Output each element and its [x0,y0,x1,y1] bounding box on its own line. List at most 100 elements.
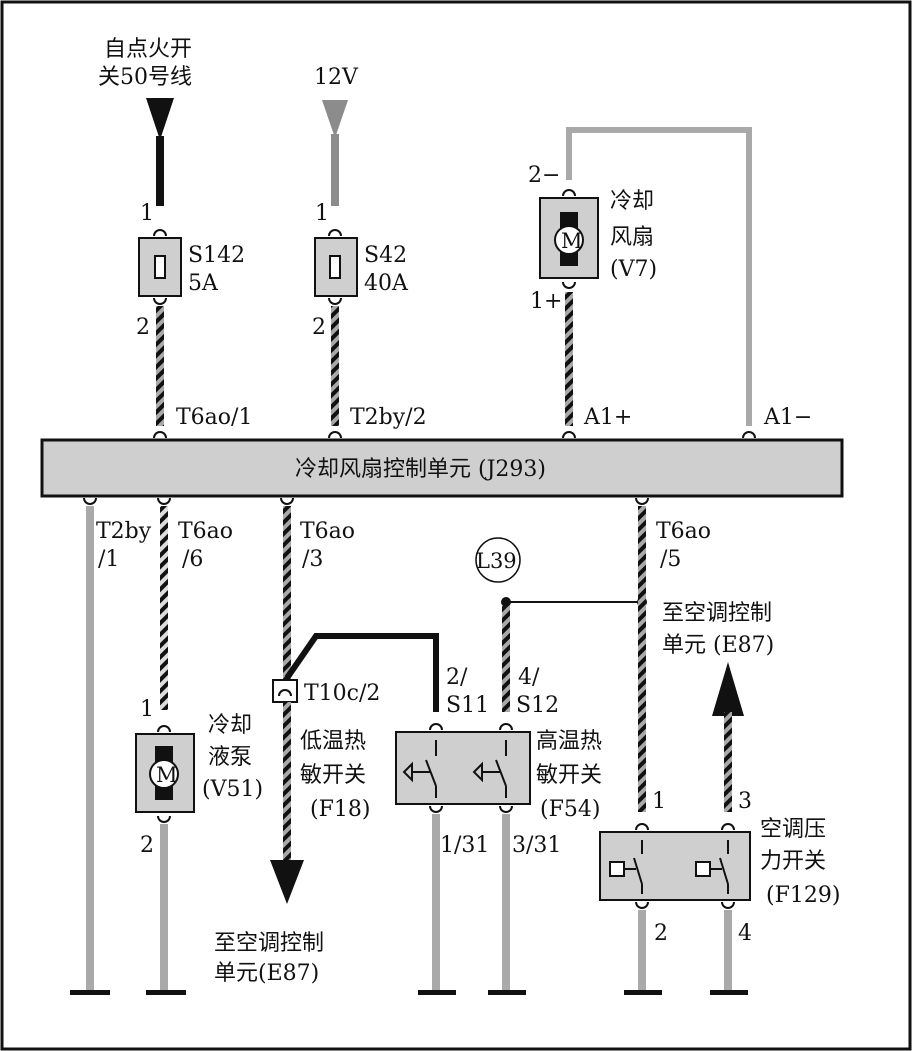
pin-t6ao-5-a: T6ao [656,519,711,544]
f129-code: (F129) [766,883,840,908]
fuse-s142-rating: 5A [188,271,219,296]
pump-code: (V51) [202,777,263,802]
wire-pump-ground [160,824,168,992]
fuse-s142-terminal-top [153,229,167,237]
f54-pin-top-b: S12 [516,693,559,718]
f54-contact-blade [495,759,507,787]
j293-terminal-t6ao-3 [280,497,294,505]
f54-terminal-bottom [499,805,513,813]
wire-t2by-1-ground [86,506,94,992]
ac-control-arrow-up [712,662,744,716]
f18-pin-top-a: 2/ [446,665,468,690]
wire-s142-to-j293 [156,306,164,426]
f18-label-line2: 敏开关 [300,763,366,788]
f54-pin-top-a: 4/ [518,665,540,690]
battery-arrow [322,100,348,138]
pump-label-line1: 冷却 [208,713,252,738]
fan-code: (V7) [610,257,657,282]
ground-pump [146,990,186,995]
ground-f54 [488,990,526,995]
f129-label-line1: 空调压 [760,817,826,842]
pump-terminal-bottom [157,815,171,823]
wire-fan-return [566,127,752,426]
fan-label-line1: 冷却 [610,189,654,214]
ac-control-lower-line1: 至空调控制 [214,931,324,956]
ground-f18 [418,990,456,995]
j293-terminal-a1-neg [742,431,756,439]
j293-pin-t2by-2: T2by/2 [350,405,427,430]
pin-t6ao-6-a: T6ao [178,519,233,544]
fuse-s42-terminal-bottom [328,297,342,305]
j293-terminal-t6ao-1 [153,431,167,439]
wire-f129-ground-a [638,910,646,992]
f54-code: (F54) [540,797,600,822]
f129-contact-b-blade [719,857,729,885]
f18-terminal-bottom [429,805,443,813]
fuse-s142-element [154,255,166,279]
f129-terminal-4 [721,901,735,909]
wire-f18-ground [432,814,440,992]
ignition-label-line1: 自点火开 [104,37,192,62]
j293-pin-a1-pos: A1+ [583,405,632,430]
wire-f129-ground-b [724,910,732,992]
ac-control-lower-line2: 单元(E87) [214,961,319,986]
j293-pin-a1-neg: A1− [763,405,812,430]
pin-t6ao-5-b: /5 [660,547,681,572]
ac-control-upper-line2: 单元 (E87) [662,633,774,658]
motor-icon [554,225,584,255]
f129-terminal-2 [635,901,649,909]
ac-control-upper-line1: 至空调控制 [662,601,772,626]
ignition-label-line2: 关50号线 [98,65,192,90]
junction-dot-left [501,597,511,607]
wire-t6ao-5 [638,506,646,812]
fan-terminal-top [562,189,576,197]
wire-fan-to-j293 [565,292,573,426]
f129-pin-2: 2 [654,921,668,946]
j293-terminal-t6ao-6 [157,497,171,505]
wire-s42-to-j293 [331,306,339,426]
fan-label-line2: 风扇 [610,225,654,250]
f129-pin-4: 4 [738,921,752,946]
j293-terminal-t2by-2 [328,431,342,439]
fuse-s42-pin-1: 1 [315,201,329,226]
thermal-icon [472,761,500,783]
fuse-s142-name: S142 [188,243,245,268]
f129-terminal-3 [721,823,735,831]
j293-pin-t6ao-1: T6ao/1 [176,405,252,430]
connector-t10c-arc [278,689,292,697]
fuse-s142-terminal-bottom [153,297,167,305]
wire-f54-ground [502,814,510,992]
f18-contact-blade [425,759,437,787]
pin-t6ao-6-b: /6 [182,547,203,572]
pin-t2by-1-a: T2by [96,519,152,544]
fuse-s42-name: S42 [364,243,407,268]
motor-icon-letter: M [561,229,583,253]
f18-label-line1: 低温热 [300,729,366,754]
j293-terminal-a1-pos [562,431,576,439]
f18-terminal-top [429,723,443,731]
control-unit-j293 [40,438,844,498]
f129-pin-1: 1 [652,789,666,814]
f18-code: (F18) [310,797,370,822]
f129-terminal-1 [635,823,649,831]
wire-t6ao-6-to-pump [160,506,168,710]
f129-label-line2: 力开关 [760,849,826,874]
motor-icon [149,759,179,789]
fan-pin-pos: 1+ [530,289,562,314]
wire-t6ao-3 [283,506,291,682]
motor-icon-letter: M [156,763,178,787]
pin-t6ao-3-b: /3 [302,547,323,572]
battery-wire-top [331,134,339,206]
pressure-icon [695,861,711,877]
ignition-arrow [146,98,174,140]
fuse-s42-element [329,255,341,279]
f129-pin-3: 3 [738,789,752,814]
fuse-s142-pin-2: 2 [136,315,150,340]
ignition-wire-top [156,136,164,206]
wire-f129-to-ac [724,712,732,812]
f54-terminal-top [499,723,513,731]
thermal-icon [402,761,430,783]
ground-t2by-1 [70,990,110,995]
f54-label-line1: 高温热 [536,729,602,754]
